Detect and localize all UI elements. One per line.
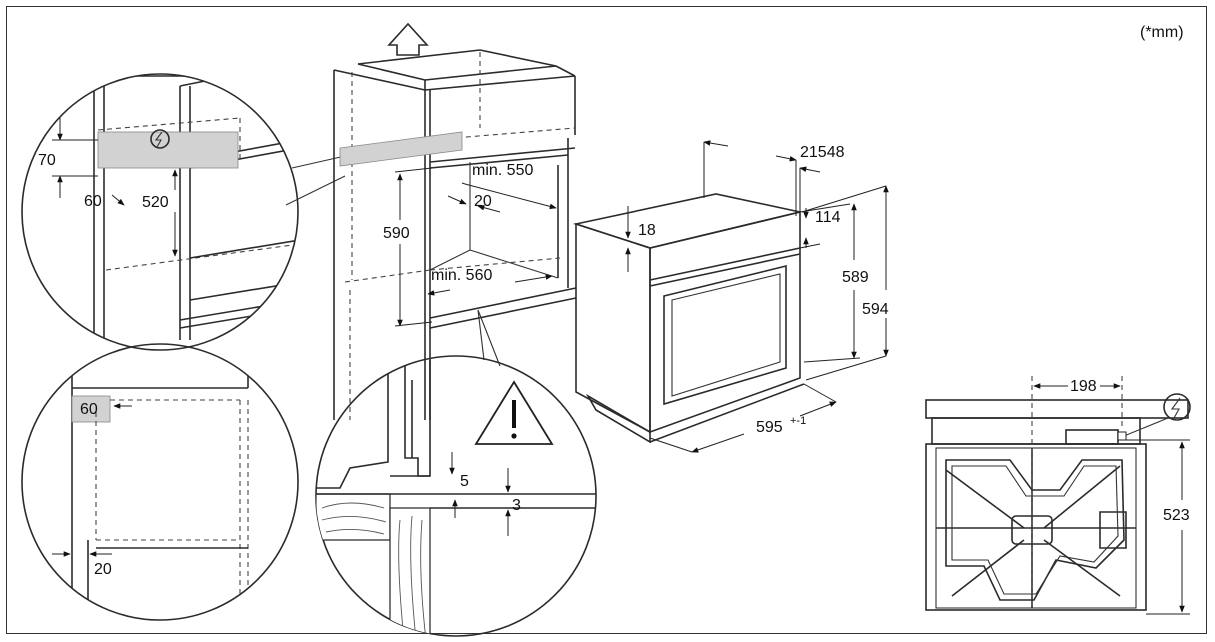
detail-circle-top: 70 60 520: [21, 73, 299, 351]
dim-523: 523: [1163, 507, 1190, 524]
dim-3: 3: [512, 497, 521, 514]
dim-590: 590: [383, 225, 410, 242]
dim-594: 594: [862, 301, 889, 318]
dim-60-top: 60: [84, 193, 102, 210]
dim-595: 595: [756, 419, 783, 436]
detail-circle-middle: 5 3: [315, 355, 597, 637]
dim-114: 114: [815, 209, 841, 226]
dim-595-tolerance: +-1: [790, 415, 806, 427]
dim-min-550: min. 550: [472, 162, 533, 179]
dim-198: 198: [1070, 378, 1097, 395]
top-view: 198 523: [925, 376, 1191, 615]
diagram-frame: [6, 6, 1207, 634]
callout-line-top: [291, 155, 346, 169]
dim-589: 589: [842, 269, 869, 286]
dim-21548: 21548: [800, 144, 845, 161]
callout-line-top-2: [285, 175, 346, 206]
dim-5: 5: [460, 473, 469, 490]
lift-up-arrow-icon: [387, 22, 429, 56]
dim-520: 520: [142, 194, 169, 211]
cabinet-dimensions: 590 min. 550 20 min. 560: [383, 162, 557, 327]
installation-cabinet: [333, 22, 577, 420]
warning-triangle-icon: [474, 380, 554, 445]
callout-line-bottom: [477, 309, 501, 367]
dim-18: 18: [638, 222, 656, 239]
callout-line-bottom-2: [477, 309, 485, 361]
unit-note: (*mm): [1140, 24, 1184, 41]
oven-dimensions: 21548 18 114 589 594 595 +-1: [625, 140, 889, 453]
oven-unit: [572, 193, 805, 444]
electric-connection-icon-top-view: [1117, 393, 1191, 441]
dim-70: 70: [38, 152, 56, 169]
dim-20-bottom: 20: [94, 561, 112, 578]
dim-60-bottom: 60: [80, 401, 98, 418]
dim-min-560: min. 560: [431, 267, 492, 284]
electric-connection-icon: [150, 129, 170, 149]
detail-circle-bottom: 60 20: [21, 343, 299, 621]
